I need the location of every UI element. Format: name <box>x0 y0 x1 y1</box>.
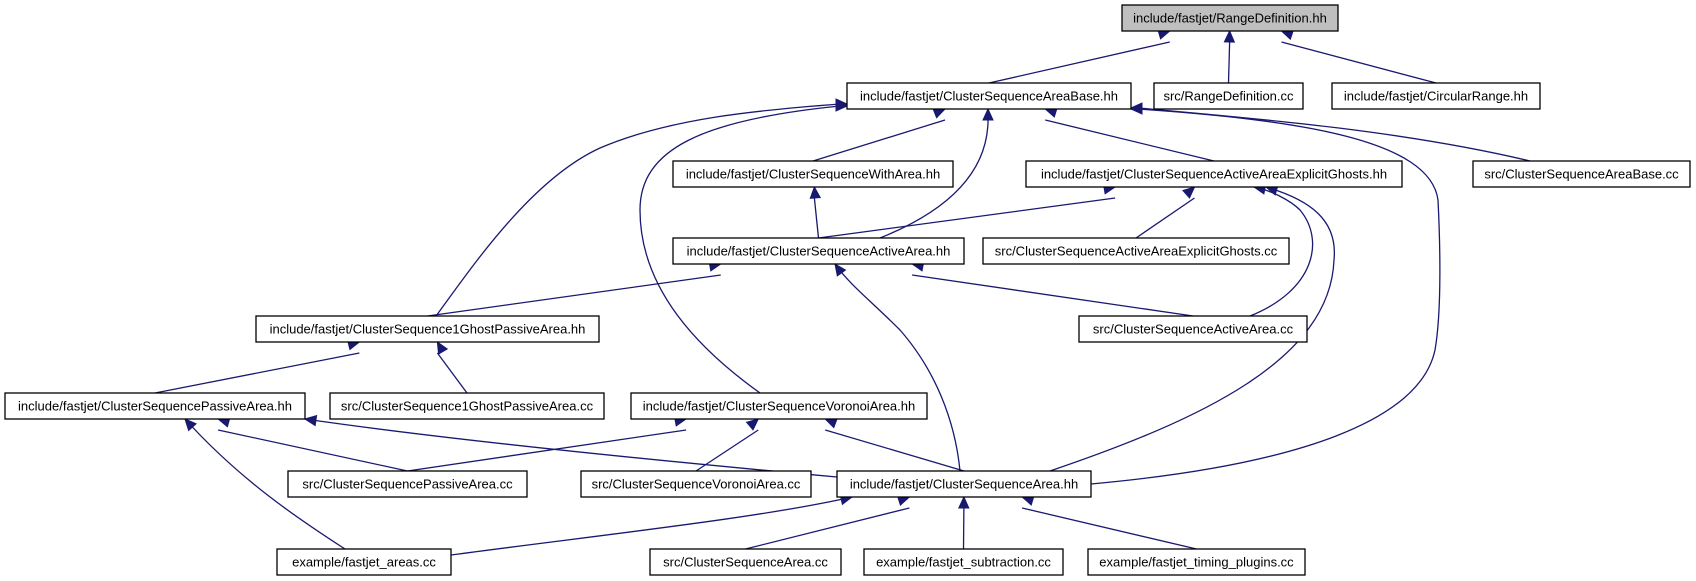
edge-cs-with-area-hh-to-cs-area-base-hh <box>812 107 947 162</box>
node-label[interactable]: src/ClusterSequence1GhostPassiveArea.cc <box>341 399 594 414</box>
node-circular-range-hh[interactable]: include/fastjet/CircularRange.hh <box>1331 82 1541 110</box>
edge-circular-range-hh-to-range-definition-hh <box>1280 29 1437 84</box>
node-cs-active-area-cc[interactable]: src/ClusterSequenceActiveArea.cc <box>1078 315 1308 343</box>
edge-cs-voronoi-area-hh-to-cs-area-base-hh <box>639 100 849 394</box>
node-label[interactable]: src/RangeDefinition.cc <box>1163 89 1294 104</box>
node-box[interactable] <box>1331 82 1541 110</box>
node-cs-active-explicit-ghosts-cc[interactable]: src/ClusterSequenceActiveAreaExplicitGho… <box>982 237 1290 265</box>
edge-cs-passive-area-hh-to-cs-1ghost-passive-hh <box>154 339 361 394</box>
edge-cs-area-hh-to-cs-area-base-hh <box>1090 103 1441 485</box>
edge-cs-voronoi-area-cc-to-cs-voronoi-area-hh <box>695 418 760 472</box>
edge-fastjet-subtraction-cc-to-cs-area-hh <box>958 495 970 550</box>
edge-cs-active-area-hh-to-cs-with-area-hh <box>809 185 822 239</box>
node-box[interactable] <box>276 548 452 576</box>
node-cs-area-base-cc[interactable]: src/ClusterSequenceAreaBase.cc <box>1472 160 1691 188</box>
node-cs-voronoi-area-hh[interactable]: include/fastjet/ClusterSequenceVoronoiAr… <box>630 392 928 420</box>
edge-cs-area-hh-to-cs-active-area-hh <box>834 263 961 472</box>
edge-cs-area-base-hh-to-range-definition-hh <box>988 28 1171 84</box>
node-box[interactable] <box>672 160 954 188</box>
node-box[interactable] <box>846 82 1132 110</box>
node-box[interactable] <box>287 470 528 498</box>
node-box[interactable] <box>1121 4 1339 32</box>
node-label[interactable]: src/ClusterSequencePassiveArea.cc <box>302 477 513 492</box>
node-box[interactable] <box>630 392 928 420</box>
node-box[interactable] <box>255 315 600 343</box>
edge-cs-active-explicit-ghosts-cc-to-cs-active-explicit-ghosts-hh <box>1135 186 1196 239</box>
edge-cs-active-explicit-ghosts-hh-to-cs-area-base-hh <box>1044 106 1215 162</box>
node-box[interactable] <box>1153 82 1304 110</box>
node-fastjet-areas-cc[interactable]: example/fastjet_areas.cc <box>276 548 452 576</box>
node-label[interactable]: include/fastjet/ClusterSequenceActiveAre… <box>1041 167 1387 182</box>
node-box[interactable] <box>649 548 842 576</box>
edge-fastjet-areas-cc-to-cs-passive-area-hh <box>184 418 346 550</box>
node-box[interactable] <box>672 237 965 265</box>
node-box[interactable] <box>1472 160 1691 188</box>
node-label[interactable]: include/fastjet/ClusterSequence1GhostPas… <box>270 322 586 337</box>
node-box[interactable] <box>1087 548 1306 576</box>
edge-cs-passive-area-cc-to-cs-passive-area-hh <box>216 416 408 472</box>
node-box[interactable] <box>863 548 1064 576</box>
node-label[interactable]: src/ClusterSequenceActiveAreaExplicitGho… <box>995 244 1278 259</box>
node-label[interactable]: example/fastjet_areas.cc <box>292 555 436 570</box>
node-label[interactable]: include/fastjet/ClusterSequenceWithArea.… <box>686 167 940 182</box>
node-label[interactable]: include/fastjet/ClusterSequenceVoronoiAr… <box>643 399 915 414</box>
edge-cs-area-cc-to-cs-area-hh <box>745 494 911 550</box>
node-label[interactable]: src/ClusterSequenceActiveArea.cc <box>1093 322 1294 337</box>
edge-cs-active-area-cc-to-cs-active-area-hh <box>910 260 1194 317</box>
node-box[interactable] <box>580 470 812 498</box>
node-box[interactable] <box>4 392 306 420</box>
edge-cs-active-area-hh-to-cs-active-explicit-ghosts-hh <box>818 183 1117 239</box>
node-fastjet-subtraction-cc[interactable]: example/fastjet_subtraction.cc <box>863 548 1064 576</box>
node-box[interactable] <box>1025 160 1403 188</box>
node-label[interactable]: src/ClusterSequenceVoronoiArea.cc <box>592 477 801 492</box>
node-box[interactable] <box>836 470 1092 498</box>
node-range-definition-cc[interactable]: src/RangeDefinition.cc <box>1153 82 1304 110</box>
edge-range-definition-cc-to-range-definition-hh <box>1223 29 1236 84</box>
node-fastjet-timing-plugins-cc[interactable]: example/fastjet_timing_plugins.cc <box>1087 548 1306 576</box>
node-cs-active-explicit-ghosts-hh[interactable]: include/fastjet/ClusterSequenceActiveAre… <box>1025 160 1403 188</box>
node-label[interactable]: include/fastjet/RangeDefinition.hh <box>1133 11 1327 26</box>
node-cs-passive-area-cc[interactable]: src/ClusterSequencePassiveArea.cc <box>287 470 528 498</box>
node-label[interactable]: example/fastjet_subtraction.cc <box>876 555 1051 570</box>
node-label[interactable]: example/fastjet_timing_plugins.cc <box>1099 555 1294 570</box>
node-cs-1ghost-passive-cc[interactable]: src/ClusterSequence1GhostPassiveArea.cc <box>329 392 605 420</box>
node-cs-with-area-hh[interactable]: include/fastjet/ClusterSequenceWithArea.… <box>672 160 954 188</box>
node-label[interactable]: include/fastjet/ClusterSequenceAreaBase.… <box>860 89 1118 104</box>
node-cs-area-base-hh[interactable]: include/fastjet/ClusterSequenceAreaBase.… <box>846 82 1132 110</box>
node-label[interactable]: src/ClusterSequenceAreaBase.cc <box>1484 167 1679 182</box>
node-box[interactable] <box>1078 315 1308 343</box>
edge-fastjet-timing-plugins-cc-to-cs-area-hh <box>1020 494 1197 550</box>
edge-cs-1ghost-passive-hh-to-cs-area-base-hh <box>435 98 849 317</box>
nodes-layer: include/fastjet/RangeDefinition.hh includ… <box>4 4 1691 576</box>
edge-fastjet-areas-cc-to-cs-area-hh <box>450 493 854 556</box>
node-label[interactable]: include/fastjet/CircularRange.hh <box>1344 89 1528 104</box>
node-cs-area-hh[interactable]: include/fastjet/ClusterSequenceArea.hh <box>836 470 1092 498</box>
edge-cs-active-area-hh-to-cs-area-base-hh <box>879 107 994 239</box>
node-label[interactable]: include/fastjet/ClusterSequencePassiveAr… <box>18 399 292 414</box>
node-cs-area-cc[interactable]: src/ClusterSequenceArea.cc <box>649 548 842 576</box>
node-box[interactable] <box>982 237 1290 265</box>
node-label[interactable]: include/fastjet/ClusterSequenceArea.hh <box>850 477 1078 492</box>
edge-cs-passive-area-cc-to-cs-voronoi-area-hh <box>407 415 688 472</box>
node-label[interactable]: include/fastjet/ClusterSequenceActiveAre… <box>687 244 951 259</box>
node-range-definition-hh[interactable]: include/fastjet/RangeDefinition.hh <box>1121 4 1339 32</box>
edge-cs-1ghost-passive-cc-to-cs-1ghost-passive-hh <box>436 340 468 394</box>
node-cs-passive-area-hh[interactable]: include/fastjet/ClusterSequencePassiveAr… <box>4 392 306 420</box>
edge-cs-1ghost-passive-hh-to-cs-active-area-hh <box>427 260 722 317</box>
node-cs-active-area-hh[interactable]: include/fastjet/ClusterSequenceActiveAre… <box>672 237 965 265</box>
node-cs-1ghost-passive-hh[interactable]: include/fastjet/ClusterSequence1GhostPas… <box>255 315 600 343</box>
node-box[interactable] <box>329 392 605 420</box>
edge-cs-area-hh-to-cs-voronoi-area-hh <box>824 417 965 472</box>
node-label[interactable]: src/ClusterSequenceArea.cc <box>663 555 828 570</box>
node-cs-voronoi-area-cc[interactable]: src/ClusterSequenceVoronoiArea.cc <box>580 470 812 498</box>
